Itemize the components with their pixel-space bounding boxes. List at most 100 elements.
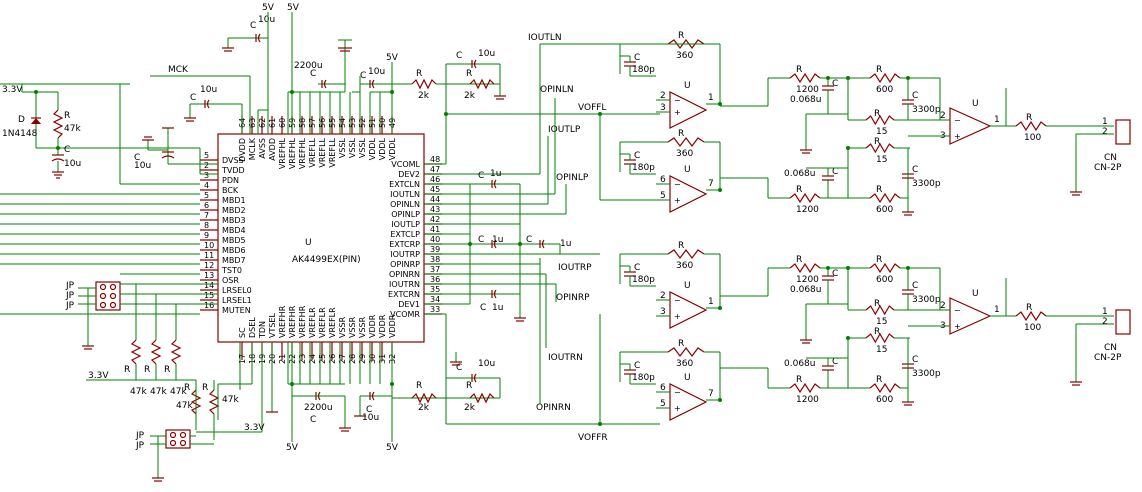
chip-top-pin-name: DVDD <box>238 138 247 162</box>
cap-value: 0.068u <box>784 169 815 179</box>
resistor-ref: R <box>678 31 684 41</box>
svg-text:JP: JP <box>65 281 75 291</box>
svg-text:10u: 10u <box>362 413 379 423</box>
svg-text:47k: 47k <box>64 124 81 134</box>
resistor-value: 15 <box>876 155 887 165</box>
filter-resistor-1200 <box>789 382 821 394</box>
svg-text:3.3V: 3.3V <box>2 85 23 95</box>
resistor-value: 15 <box>876 317 887 327</box>
cap-value: 180p <box>632 275 655 285</box>
cap-value: 3300p <box>912 105 941 115</box>
chip-left-pin-name: MBD3 <box>222 216 246 225</box>
chip-left-pin-name: OSR <box>222 276 239 285</box>
mck-and-dvdd: MCK 10u C C 10u 5V <box>150 3 275 134</box>
opamp-pin-num: 2 <box>660 91 666 101</box>
chip-right-pin-num: 47 <box>430 165 440 174</box>
chip-right-pin-num: 39 <box>430 245 440 254</box>
net-labels: IOUTLN OPINLN VOFFL IOUTLP OPINLP IOUTRP… <box>528 33 608 443</box>
svg-text:47k: 47k <box>130 387 147 397</box>
chip-left-pin-num: 7 <box>204 211 209 220</box>
output-opamp-body <box>949 107 992 145</box>
opamp-pin-num: 5 <box>660 399 666 409</box>
chip-left-pin-name: DVSS <box>222 156 244 165</box>
svg-text:IOUTLP: IOUTLP <box>548 125 581 135</box>
svg-text:C: C <box>190 93 196 103</box>
chip-right-pin-num: 45 <box>430 185 440 194</box>
opamp-minus: − <box>674 180 681 189</box>
resistor-value: 1200 <box>796 205 819 215</box>
junction-dot <box>718 398 722 402</box>
filter-resistor-1200 <box>789 192 821 204</box>
svg-text:C: C <box>456 363 462 373</box>
svg-text:C: C <box>360 71 366 81</box>
resistor-ref: R <box>876 255 882 265</box>
svg-text:5V: 5V <box>386 443 399 453</box>
cap-value: 0.068u <box>784 359 815 369</box>
opamp-pin-num: 1 <box>994 115 1000 125</box>
chip-left-pin-name: LRSEL1 <box>222 296 252 305</box>
chip-right-pin-name: EXTCLP <box>390 230 420 239</box>
resistor-ref: R <box>678 129 684 139</box>
opamp-body <box>669 383 708 421</box>
resistor-ref: R <box>678 241 684 251</box>
chip-left-pin-num: 10 <box>204 241 214 250</box>
chip-bottom-pin-name: VREFHR <box>298 305 307 338</box>
output-resistor-100 <box>1015 120 1047 132</box>
chip-left-pin-name: MBD4 <box>222 226 246 235</box>
chip-top-pin-name: AVDD <box>268 138 277 161</box>
opamp-plus: + <box>954 322 961 331</box>
filter-resistor-15 <box>865 332 895 344</box>
resistor-value: 600 <box>876 275 893 285</box>
svg-text:C: C <box>310 69 316 79</box>
filter-resistor-15 <box>865 304 895 316</box>
opamp-plus: + <box>674 196 681 205</box>
supply-3v3-left: 3.3V D 1N4148 R 47k C 10u <box>2 84 218 179</box>
cap-ref: C <box>832 269 838 279</box>
opamp-pin-num: 6 <box>660 175 666 185</box>
chip-left-pin-num: 5 <box>204 151 209 160</box>
filter-stages: R1200R600C0.068uR15R15C3300pR1200R600C0.… <box>720 65 1131 406</box>
chip-left-pin-num: 16 <box>204 301 214 310</box>
cap-ref: C <box>912 355 918 365</box>
chip-right-pin-name: IOUTLN <box>390 190 420 199</box>
chip-bottom-pin-name: VSSR <box>348 316 357 338</box>
resistor-value: 15 <box>876 345 887 355</box>
svg-text:1u: 1u <box>490 169 501 179</box>
svg-text:C: C <box>456 51 462 61</box>
opamp-minus: − <box>674 388 681 397</box>
chip-top-pin-num: 56 <box>318 118 327 128</box>
svg-text:R: R <box>466 381 472 391</box>
opamp-minus: − <box>674 296 681 305</box>
cap-value: 180p <box>632 373 655 383</box>
chip-left-pin-name: TVDD <box>221 166 245 175</box>
chip-bottom-pin-num: 27 <box>338 354 347 364</box>
resistor-ref: R <box>1026 113 1032 123</box>
svg-text:10u: 10u <box>258 15 275 25</box>
chip-top-pin-num: 58 <box>298 118 307 128</box>
svg-text:5V: 5V <box>262 3 275 13</box>
chip-left-pin-name: TST0 <box>221 266 242 275</box>
svg-text:2200u: 2200u <box>294 61 323 71</box>
left-channel-routing <box>444 43 720 254</box>
right-channel-routing <box>445 258 660 426</box>
resistor-value: 1200 <box>796 85 819 95</box>
chip-left-pin-name: MBD2 <box>222 206 246 215</box>
chip-top-pin-num: 57 <box>308 118 317 128</box>
svg-text:R: R <box>144 365 150 375</box>
svg-text:47k: 47k <box>150 387 167 397</box>
filter-resistor-1200 <box>789 72 821 84</box>
chip-right-pin-name: EXTCRN <box>388 290 420 299</box>
cap-ref: C <box>832 79 838 89</box>
junction-dot <box>846 146 850 150</box>
cap-value: 3300p <box>912 179 941 189</box>
feedback-resistor <box>667 39 705 49</box>
left-bus-wires <box>0 83 200 315</box>
output-opamp-body <box>949 297 992 335</box>
output-connector <box>1115 309 1131 335</box>
resistor-value: 15 <box>876 127 887 137</box>
top-right-network: R 2k C 10u R 2k <box>411 49 506 165</box>
chip-right-pin-name: VCOMR <box>390 310 420 319</box>
resistor-ref: R <box>874 137 880 147</box>
